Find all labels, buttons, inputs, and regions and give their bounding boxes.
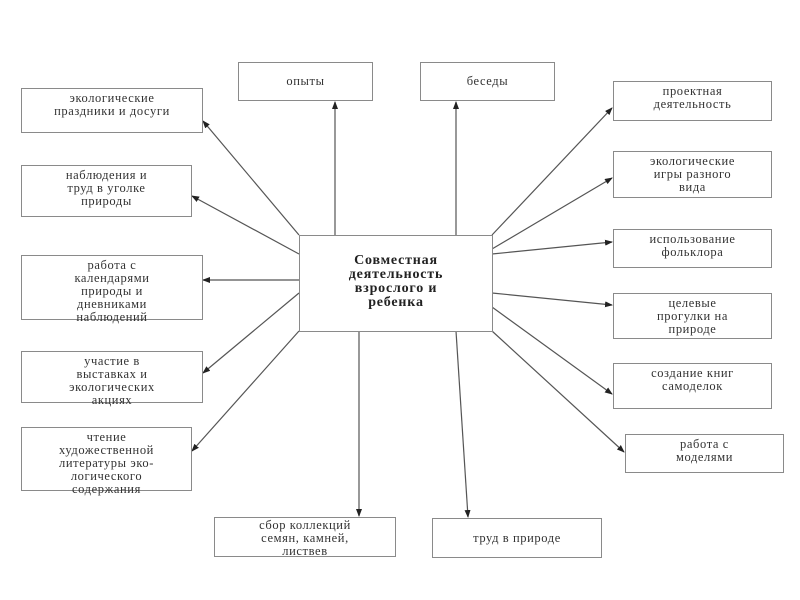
node-books-label: создание книг самоделок [651, 366, 734, 393]
node-exhibitions-label: участие в выставках и экологических акци… [69, 354, 155, 407]
node-reading-label: чтение художественной литературы эко- ло… [59, 430, 154, 496]
node-observations-label: наблюдения и труд в уголке природы [65, 168, 148, 208]
arrow-to-eco-holidays [202, 120, 300, 236]
arrow-to-observations [191, 195, 300, 255]
node-models-label: работа с моделями [675, 437, 734, 464]
node-exhibitions: участие в выставках и экологических акци… [21, 351, 203, 407]
node-experiments: опыты [238, 62, 373, 101]
arrow-to-books [491, 306, 613, 395]
arrow-to-folklore [491, 239, 613, 255]
node-collections: сбор коллекций семян, камней, листвев [214, 517, 396, 558]
node-projects-label: проектная деятельность [653, 84, 732, 111]
arrow-to-eco-games [491, 177, 613, 250]
node-conversations-label: беседы [466, 74, 509, 88]
node-eco-games: экологические игры разного вида [613, 151, 772, 198]
arrow-to-reading [191, 330, 300, 452]
node-calendars: работа с календарями природы и дневникам… [21, 255, 203, 324]
node-experiments-label: опыты [286, 74, 325, 88]
arrow-to-nature-work [455, 330, 471, 518]
central-concept-label: Совместная деятельность взрослого и ребе… [348, 253, 444, 310]
central-concept-box: Совместная деятельность взрослого и ребе… [299, 235, 493, 332]
node-books: создание книг самоделок [613, 363, 772, 409]
node-models: работа с моделями [625, 434, 784, 473]
node-reading: чтение художественной литературы эко- ло… [21, 427, 192, 496]
node-collections-label: сбор коллекций семян, камней, листвев [259, 518, 351, 558]
arrow-to-projects [491, 107, 613, 236]
node-folklore: использование фольклора [613, 229, 772, 268]
node-walks: целевые прогулки на природе [613, 293, 772, 339]
arrow-to-models [491, 330, 625, 453]
node-walks-label: целевые прогулки на природе [657, 296, 728, 336]
node-observations: наблюдения и труд в уголке природы [21, 165, 192, 217]
node-eco-holidays: экологические праздники и досуги [21, 88, 203, 133]
node-nature-work: труд в природе [432, 518, 602, 558]
node-conversations: беседы [420, 62, 555, 101]
node-calendars-label: работа с календарями природы и дневникам… [74, 258, 150, 324]
node-projects: проектная деятельность [613, 81, 772, 121]
arrow-to-exhibitions [202, 292, 300, 374]
node-folklore-label: использование фольклора [649, 232, 736, 259]
node-eco-games-label: экологические игры разного вида [650, 154, 735, 194]
node-nature-work-label: труд в природе [473, 530, 561, 545]
node-eco-holidays-label: экологические праздники и досуги [54, 91, 170, 118]
arrow-to-walks [491, 292, 613, 308]
